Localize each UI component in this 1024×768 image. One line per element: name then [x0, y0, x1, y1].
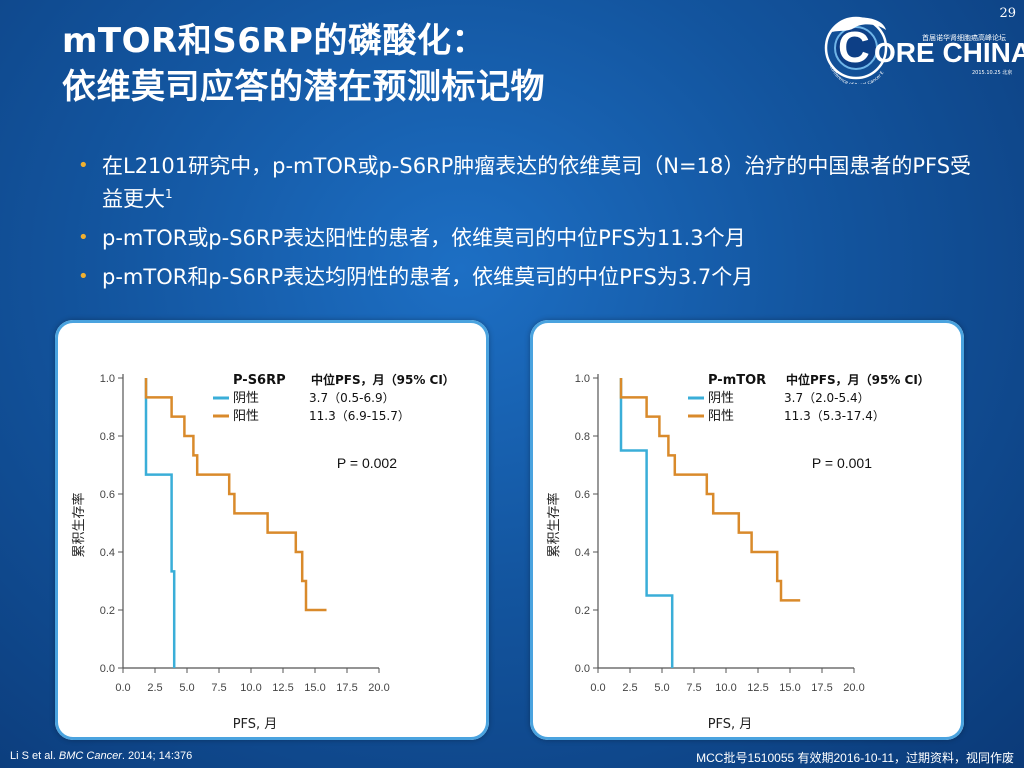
citation-authors: Li S et al. [10, 750, 59, 762]
citation-details: . 2014; 14:376 [121, 750, 193, 762]
core-china-logo: C ORE CHINA 首届诺华肾细胞癌高峰论坛 2015.10.25 北京 C… [812, 10, 1024, 84]
x-tick-label: 17.5 [336, 682, 357, 694]
bullet-text: p-mTOR和p-S6RP表达均阴性的患者，依维莫司的中位PFS为3.7个月 [102, 265, 754, 289]
x-tick-label: 12.5 [747, 682, 768, 694]
legend-ci: 11.3（5.3-17.4） [784, 409, 885, 423]
km-chart-mtor: 0.0 0.2 0.4 0.6 0.8 1.0 0.0 2.5 5.0 7.5 10.0 12.5 15… [546, 372, 930, 732]
y-tick-label: 0.0 [575, 663, 590, 675]
logo-letter-c: C [838, 23, 870, 72]
y-tick-label: 0.8 [100, 431, 115, 443]
legend-marker-name: P-mTOR [708, 373, 766, 388]
legend-ci: 11.3（6.9-15.7） [309, 409, 410, 423]
y-tick-label: 1.0 [100, 373, 115, 385]
legend-ci: 3.7（2.0-5.4） [784, 391, 870, 405]
legend-label: 阳性 [233, 409, 259, 424]
bullet-dot-icon: • [78, 155, 89, 176]
logo-subtitle: 首届诺华肾细胞癌高峰论坛 [922, 33, 1006, 42]
x-axis-label: PFS, 月 [708, 717, 753, 732]
y-axis-label: 累积生存率 [71, 492, 87, 557]
y-tick-label: 0.8 [575, 431, 590, 443]
x-tick-label: 20.0 [368, 682, 389, 694]
legend-label: 阴性 [708, 391, 734, 406]
x-tick-label: 5.0 [654, 682, 669, 694]
x-tick-label: 7.5 [211, 682, 226, 694]
x-tick-label: 2.5 [147, 682, 162, 694]
legend-label: 阳性 [708, 409, 734, 424]
y-tick-label: 0.2 [575, 605, 590, 617]
bullet-item: • 在L2101研究中，p-mTOR或p-S6RP肿瘤表达的依维莫司（N=18）治… [78, 152, 978, 213]
slide-number: 29 [999, 6, 1016, 21]
x-tick-label: 12.5 [272, 682, 293, 694]
km-curve-positive [619, 378, 801, 602]
km-curve-negative [144, 378, 176, 668]
legend-label: 阴性 [233, 391, 259, 406]
y-tick-label: 0.2 [100, 605, 115, 617]
p-value: P = 0.002 [337, 455, 397, 471]
citation-journal: BMC Cancer [58, 750, 122, 762]
x-axis-label: PFS, 月 [233, 717, 278, 732]
x-tick-label: 15.0 [304, 682, 325, 694]
footnote-ref: 1 [165, 187, 173, 201]
bullet-item: • p-mTOR和p-S6RP表达均阴性的患者，依维莫司的中位PFS为3.7个月 [78, 263, 978, 291]
x-tick-label: 0.0 [590, 682, 605, 694]
x-tick-label: 17.5 [811, 682, 832, 694]
bullet-text: p-mTOR或p-S6RP表达阳性的患者，依维莫司的中位PFS为11.3个月 [102, 226, 746, 250]
km-curve-positive [144, 378, 327, 612]
page-title: mTOR和S6RP的磷酸化： 依维莫司应答的潜在预测标记物 [62, 18, 545, 110]
title-line-2: 依维莫司应答的潜在预测标记物 [62, 67, 545, 107]
logo-text: ORE CHINA [874, 37, 1024, 68]
legend-ci: 3.7（0.5-6.9） [309, 391, 395, 405]
x-tick-label: 0.0 [115, 682, 130, 694]
y-tick-label: 0.0 [100, 663, 115, 675]
x-tick-label: 10.0 [240, 682, 261, 694]
bullet-item: • p-mTOR或p-S6RP表达阳性的患者，依维莫司的中位PFS为11.3个月 [78, 224, 978, 252]
x-tick-label: 15.0 [779, 682, 800, 694]
km-curve-negative [619, 378, 674, 668]
legend-header: 中位PFS，月（95% CI） [786, 372, 930, 387]
legend-marker-name: P-S6RP [233, 373, 286, 388]
legend-header: 中位PFS，月（95% CI） [311, 372, 455, 387]
p-value: P = 0.001 [812, 455, 872, 471]
dragon-icon [832, 17, 886, 32]
y-tick-label: 0.6 [575, 489, 590, 501]
x-tick-label: 20.0 [843, 682, 864, 694]
logo-date: 2015.10.25 北京 [972, 69, 1012, 76]
y-axis-label: 累积生存率 [546, 492, 562, 557]
x-tick-label: 5.0 [179, 682, 194, 694]
title-line-1: mTOR和S6RP的磷酸化： [62, 21, 486, 61]
x-tick-label: 2.5 [622, 682, 637, 694]
y-tick-label: 0.4 [100, 547, 115, 559]
x-tick-label: 7.5 [686, 682, 701, 694]
bullet-list: • 在L2101研究中，p-mTOR或p-S6RP肿瘤表达的依维莫司（N=18）治… [78, 152, 978, 302]
km-chart-s6rp: 0.0 0.2 0.4 0.6 0.8 1.0 0.0 2.5 5.0 7.5 10.0 12.5 15… [71, 372, 455, 732]
bullet-dot-icon: • [78, 266, 89, 287]
citation: Li S et al. BMC Cancer. 2014; 14:376 [10, 750, 192, 762]
bullet-text: 在L2101研究中，p-mTOR或p-S6RP肿瘤表达的依维莫司（N=18）治疗… [102, 154, 972, 211]
chart-panel-mtor: 0.0 0.2 0.4 0.6 0.8 1.0 0.0 2.5 5.0 7.5 10.0 12.5 15… [530, 320, 964, 740]
y-tick-label: 0.4 [575, 547, 590, 559]
bullet-dot-icon: • [78, 227, 89, 248]
y-tick-label: 0.6 [100, 489, 115, 501]
logo-globe [834, 26, 878, 70]
x-tick-label: 10.0 [715, 682, 736, 694]
y-tick-label: 1.0 [575, 373, 590, 385]
chart-panel-s6rp: 0.0 0.2 0.4 0.6 0.8 1.0 0.0 2.5 5.0 7.5 10.0 12.5 15… [55, 320, 489, 740]
approval-notice: MCC批号1510055 有效期2016-10-11，过期资料，视同作废 [696, 751, 1014, 765]
